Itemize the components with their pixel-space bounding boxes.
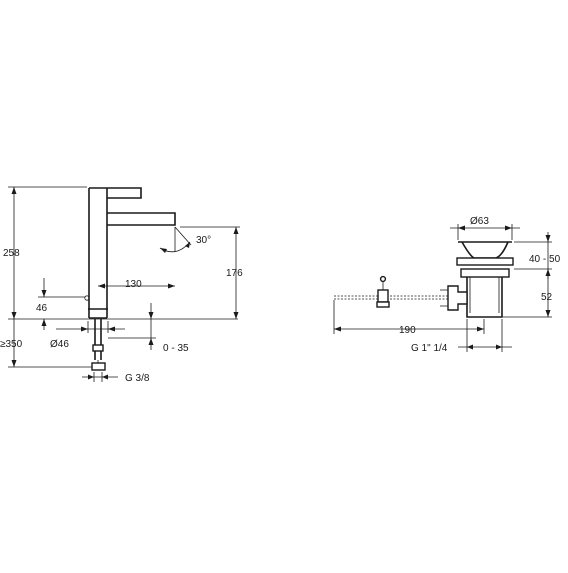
plug-diameter-label: Ø63 [470, 216, 489, 227]
dimension-lever-angle: 30° [159, 226, 211, 253]
drain-tailpiece [466, 277, 503, 318]
dimension-drain-height: 52 [503, 269, 553, 318]
dimension-spout-height: 176 [180, 226, 243, 319]
drain-body [440, 241, 514, 318]
dimension-base-diameter: Ø46 [50, 321, 125, 350]
dimension-rod-length: 190 [333, 300, 485, 336]
basin-flange [456, 257, 514, 266]
tailpiece-inner-wall [469, 277, 500, 313]
faucet-column [88, 188, 108, 318]
linkage-gland [440, 289, 449, 307]
dimension-basin-thickness: 40 - 50 [514, 232, 561, 279]
faucet-base-ring [88, 308, 108, 319]
lift-rod-knob [379, 275, 387, 283]
dimension-supply-thread: G 3/8 [82, 372, 150, 384]
lever-pivot-height-label: 46 [36, 303, 48, 314]
dimension-plug-diameter: Ø63 [450, 216, 520, 240]
outlet-thread-label: G 1" 1/4 [411, 343, 448, 354]
supply-thread-label: G 3/8 [125, 373, 150, 384]
lever-pivot-marker [84, 295, 90, 301]
basin-thickness-label: 40 - 50 [529, 254, 561, 265]
total-height-label: 258 [3, 248, 20, 259]
popup-plug [461, 241, 509, 259]
rod-clamp-screw [376, 301, 390, 308]
reach-label: 130 [125, 279, 142, 290]
mounting-shank [94, 319, 102, 360]
lock-nut [460, 268, 510, 278]
base-diameter-label: Ø46 [50, 339, 69, 350]
drain-view: Ø63 40 - 50 52 190 [333, 216, 561, 354]
dimension-reach: 130 [98, 279, 175, 290]
faucet-view: 258 176 30° 130 [0, 186, 243, 384]
faucet-spout [107, 212, 176, 226]
min-hose-length-label: ≥350 [0, 339, 23, 350]
dimension-min-hose-length: ≥350 [0, 319, 92, 368]
drain-height-label: 52 [541, 292, 553, 303]
linkage-nut [447, 285, 468, 311]
faucet-lever-handle [89, 187, 142, 199]
popup-rod-assembly [334, 275, 448, 308]
dimension-lever-pivot-height: 46 [36, 278, 85, 330]
dimension-total-height: 258 [3, 186, 87, 319]
faucet-body [84, 187, 176, 371]
dimension-deck-thickness: 0 - 35 [108, 303, 189, 354]
dimension-outlet-thread: G 1" 1/4 [411, 319, 512, 354]
deck-thickness-label: 0 - 35 [163, 343, 189, 354]
supply-connector [91, 362, 106, 371]
rod-length-label: 190 [399, 325, 416, 336]
mounting-nut [92, 344, 104, 352]
spout-height-label: 176 [226, 268, 243, 279]
rod-clamp [377, 289, 389, 303]
lever-angle-label: 30° [196, 235, 211, 246]
